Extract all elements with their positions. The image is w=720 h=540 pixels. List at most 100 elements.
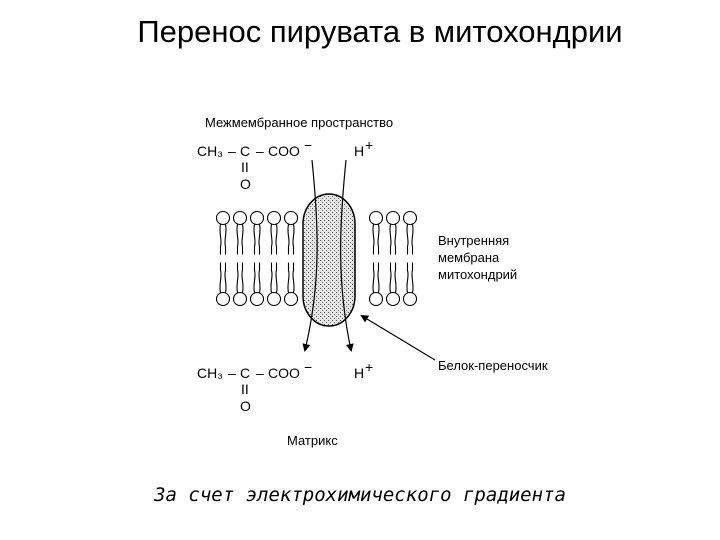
phospholipid-tail — [292, 262, 295, 293]
phospholipid-tail — [411, 224, 414, 255]
pyruvate-top-double-bond: II — [241, 159, 249, 175]
pyruvate-bottom-dash1: – — [228, 365, 236, 381]
phospholipid-tail — [377, 224, 380, 255]
phospholipid — [385, 210, 401, 255]
phospholipid-tail — [275, 224, 278, 255]
pyruvate-top-o: O — [240, 176, 251, 192]
phospholipid-tail — [411, 262, 414, 293]
inner-membrane-line-3: митохондрий — [438, 267, 517, 282]
phospholipid-tail — [389, 224, 392, 255]
phospholipid-tail — [224, 224, 227, 255]
proton-transport-arrow — [340, 159, 354, 352]
phospholipid-head — [215, 210, 231, 226]
phospholipid — [368, 210, 384, 255]
pyruvate-top-dash1: – — [228, 143, 236, 159]
phospholipid-tail — [241, 262, 244, 293]
phospholipid-tail — [270, 224, 273, 255]
pyruvate-transport-arrow — [302, 159, 318, 352]
pyruvate-bottom-double-bond: II — [241, 381, 249, 397]
phospholipid-tail — [389, 262, 392, 293]
phospholipid-head — [266, 210, 282, 226]
inner-membrane-line-2: мембрана — [438, 250, 500, 265]
pyruvate-bottom-ch3: CH₃ — [197, 365, 223, 381]
phospholipid-head — [283, 291, 299, 307]
phospholipid — [402, 210, 418, 255]
phospholipid-tail — [219, 262, 222, 293]
pyruvate-bottom: CH₃ – C – COO − II O — [197, 359, 312, 414]
phospholipid-tail — [241, 224, 244, 255]
phospholipid-tail — [377, 262, 380, 293]
phospholipid-tail — [372, 262, 375, 293]
phospholipid — [232, 210, 248, 255]
phospholipid-head — [402, 210, 418, 226]
phospholipid-head — [283, 210, 299, 226]
phospholipid-head — [368, 210, 384, 226]
phospholipid — [266, 210, 282, 255]
phospholipid-head — [368, 291, 384, 307]
phospholipid-head — [249, 210, 265, 226]
proton-top-h: H — [354, 143, 364, 159]
carrier-protein-label: Белок-переносчик — [438, 358, 548, 373]
phospholipid-head — [385, 210, 401, 226]
phospholipid-tail — [253, 262, 256, 293]
phospholipid-tail — [253, 224, 256, 255]
phospholipid-head — [249, 291, 265, 307]
phospholipid-tail — [394, 262, 397, 293]
phospholipid — [368, 262, 384, 307]
pyruvate-top-ch3: CH₃ — [197, 143, 223, 159]
phospholipid — [266, 262, 282, 307]
pyruvate-bottom-dash2: – — [256, 365, 264, 381]
phospholipid — [402, 262, 418, 307]
phospholipid-tail — [275, 262, 278, 293]
pyruvate-top: CH₃ – C – COO − II O — [197, 137, 312, 192]
phospholipid — [283, 210, 299, 255]
phospholipid-tail — [287, 224, 290, 255]
phospholipid-head — [215, 291, 231, 307]
phospholipid-tail — [287, 262, 290, 293]
phospholipid-head — [232, 291, 248, 307]
inner-membrane-line-1: Внутренняя — [438, 233, 509, 248]
phospholipid — [249, 210, 265, 255]
proton-bottom-h: H — [354, 365, 364, 381]
phospholipid-tail — [406, 262, 409, 293]
pyruvate-bottom-coo: COO — [268, 365, 300, 381]
proton-top-charge: + — [365, 137, 373, 153]
phospholipid-tail — [292, 224, 295, 255]
pyruvate-top-c: C — [240, 143, 250, 159]
slide-caption: За счет электрохимического градиента — [154, 484, 566, 506]
proton-bottom: H + — [354, 359, 373, 381]
phospholipid — [215, 262, 231, 307]
inner-membrane-label: Внутренняя мембрана митохондрий — [438, 233, 517, 282]
carrier-protein-pointer — [360, 314, 436, 361]
phospholipid-head — [402, 291, 418, 307]
slide-title: Перенос пирувата в митохондрии — [137, 14, 623, 49]
pyruvate-bottom-c: C — [240, 365, 250, 381]
phospholipid — [249, 262, 265, 307]
phospholipid-head — [266, 291, 282, 307]
carrier-protein-shape — [302, 193, 356, 327]
matrix-label: Матрикс — [287, 433, 338, 448]
phospholipid — [283, 262, 299, 307]
phospholipid-tail — [219, 224, 222, 255]
phospholipid-tail — [270, 262, 273, 293]
pyruvate-bottom-o: O — [240, 398, 251, 414]
phospholipid-tail — [258, 224, 261, 255]
lipid-bilayer — [215, 210, 418, 307]
phospholipid-tail — [236, 224, 239, 255]
phospholipid-head — [232, 210, 248, 226]
phospholipid-tail — [224, 262, 227, 293]
phospholipid — [385, 262, 401, 307]
phospholipid-tail — [236, 262, 239, 293]
proton-bottom-charge: + — [365, 359, 373, 375]
phospholipid-tail — [394, 224, 397, 255]
phospholipid — [232, 262, 248, 307]
phospholipid-head — [385, 291, 401, 307]
pyruvate-top-charge: − — [304, 137, 312, 153]
pyruvate-bottom-charge: − — [304, 359, 312, 375]
pyruvate-top-coo: COO — [268, 143, 300, 159]
pyruvate-top-dash2: – — [256, 143, 264, 159]
phospholipid-tail — [406, 224, 409, 255]
proton-top: H + — [354, 137, 373, 159]
intermembrane-space-label: Межмембранное пространство — [205, 115, 393, 130]
